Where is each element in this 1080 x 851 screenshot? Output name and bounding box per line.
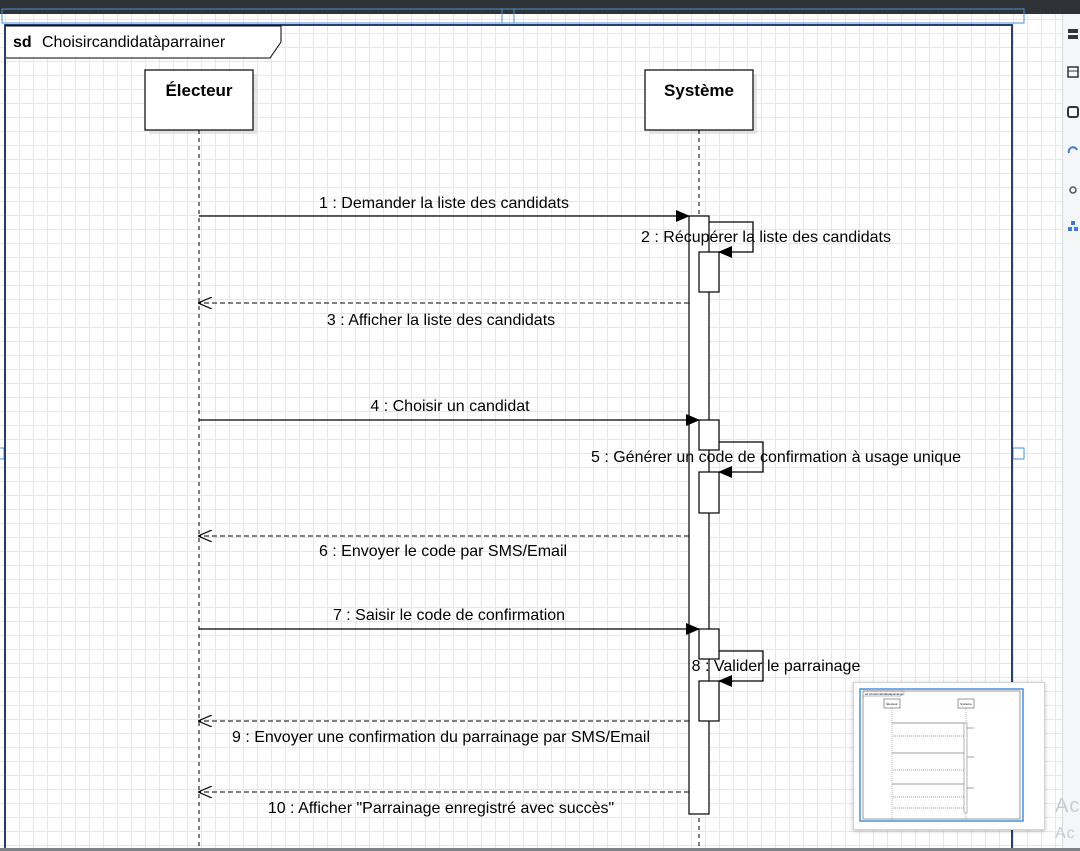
status-bar-edge (0, 848, 1080, 851)
redo-icon[interactable] (1067, 144, 1079, 156)
message-8-label: 8 : Valider le parrainage (692, 658, 861, 675)
message-6[interactable]: 6 : Envoyer le code par SMS/Email (199, 536, 689, 560)
page-icon[interactable] (1067, 66, 1079, 78)
message-3[interactable]: 3 : Afficher la liste des candidats (199, 303, 689, 329)
message-5-label: 5 : Générer un code de confirmation à us… (591, 449, 961, 466)
watermark-line-2: Ac (1055, 825, 1076, 842)
message-4[interactable]: 4 : Choisir un candidat (199, 398, 700, 426)
minimap-frame-title: sd Choisircandidatàparrainer (865, 692, 903, 696)
message-9[interactable]: 9 : Envoyer une confirmation du parraina… (199, 721, 689, 746)
minimap-lifeline-1: Électeur (886, 701, 897, 706)
frame-name: Choisircandidatàparrainer (42, 34, 226, 51)
message-1-label: 1 : Demander la liste des candidats (319, 195, 569, 212)
message-5[interactable]: 5 : Générer un code de confirmation à us… (591, 441, 961, 478)
sequence-diagram: sd Choisircandidatàparrainer Électeur Sy… (0, 8, 1025, 848)
diagram-icon[interactable] (1067, 106, 1079, 118)
lifeline-systeme-label: Système (664, 81, 734, 100)
top-toolbar (0, 0, 1080, 14)
format-icon[interactable] (1067, 28, 1079, 40)
message-7[interactable]: 7 : Saisir le code de confirmation (199, 607, 700, 635)
minimap-lifeline-2: Système (960, 702, 972, 706)
hierarchy-icon[interactable] (1067, 220, 1079, 232)
interaction-frame[interactable]: sd Choisircandidatàparrainer (4, 24, 1013, 848)
lifeline-electeur[interactable]: Électeur (144, 69, 257, 848)
message-9-label: 9 : Envoyer une confirmation du parraina… (232, 729, 650, 746)
message-3-label: 3 : Afficher la liste des candidats (327, 312, 555, 329)
message-6-label: 6 : Envoyer le code par SMS/Email (319, 543, 567, 560)
message-2[interactable]: 2 : Récupérer la liste des candidats (641, 221, 891, 258)
outline-minimap[interactable]: sd Choisircandidatàparrainer Électeur Sy… (853, 682, 1045, 830)
message-1[interactable]: 1 : Demander la liste des candidats (199, 195, 690, 222)
frame-keyword: sd (13, 34, 32, 51)
activation-bars (688, 215, 720, 815)
lifeline-electeur-label: Électeur (165, 81, 232, 100)
message-10[interactable]: 10 : Afficher "Parrainage enregistré ave… (199, 792, 689, 817)
watermark-line-1: Ac (1055, 795, 1080, 817)
message-2-label: 2 : Récupérer la liste des candidats (641, 229, 891, 246)
message-7-label: 7 : Saisir le code de confirmation (333, 607, 565, 624)
format-panel-strip[interactable] (1062, 14, 1080, 848)
message-8[interactable]: 8 : Valider le parrainage (692, 650, 861, 687)
message-4-label: 4 : Choisir un candidat (370, 398, 530, 415)
link-icon[interactable] (1067, 184, 1079, 196)
message-10-label: 10 : Afficher "Parrainage enregistré ave… (268, 800, 614, 817)
